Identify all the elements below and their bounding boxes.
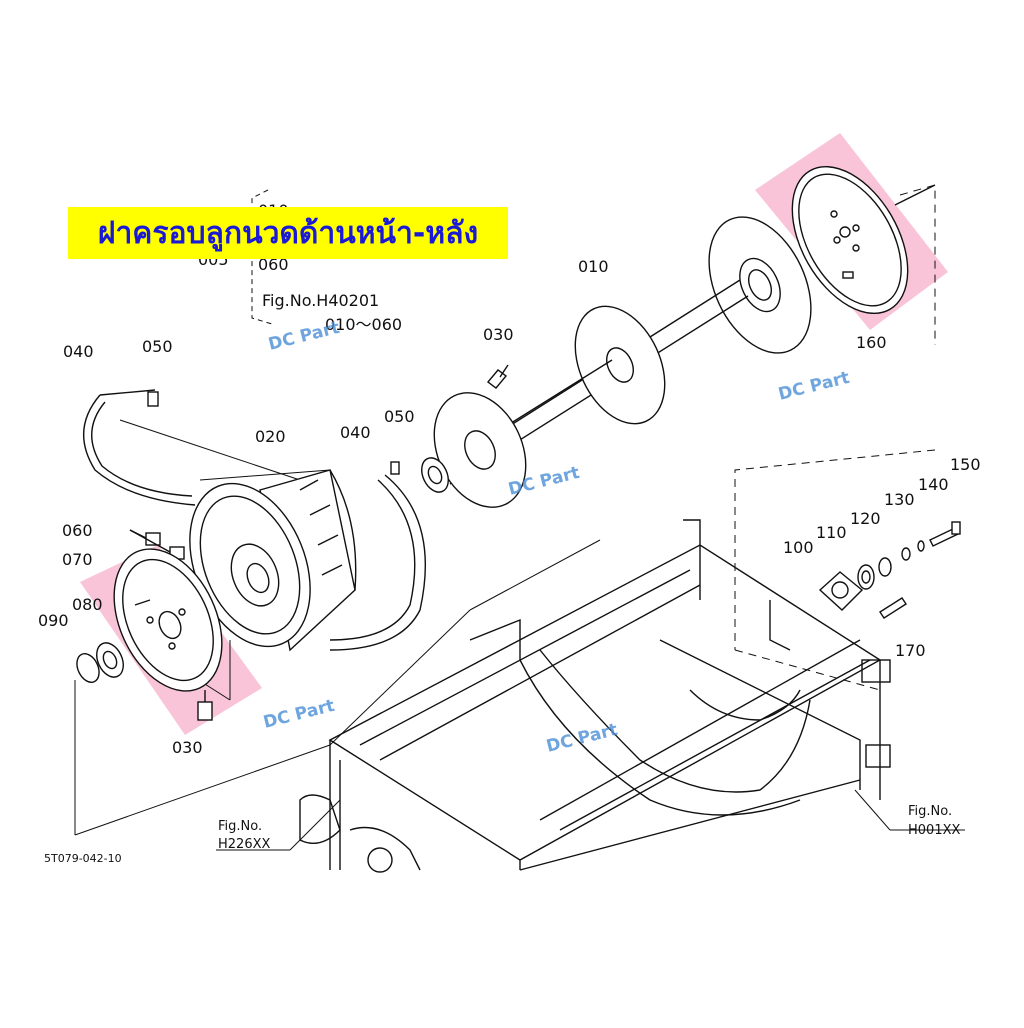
title-banner: ฝาครอบลูกนวดด้านหน้า-หลัง <box>68 207 508 259</box>
callout-030-lower: 030 <box>172 738 203 757</box>
callout-120: 120 <box>850 509 881 528</box>
combine-frame <box>299 519 891 873</box>
callout-040-right: 040 <box>340 423 371 442</box>
callout-140: 140 <box>918 475 949 494</box>
callout-050-left: 050 <box>142 337 173 356</box>
callout-110: 110 <box>816 523 847 542</box>
group-range: 010～060 <box>325 315 402 334</box>
callout-130: 130 <box>884 490 915 509</box>
callout-150: 150 <box>950 455 981 474</box>
callout-060: 060 <box>62 521 93 540</box>
watermark-1: DC Part <box>266 318 341 355</box>
callout-080: 080 <box>72 595 103 614</box>
title-text: ฝาครอบลูกนวดด้านหน้า-หลัง <box>97 215 479 251</box>
part-130-washer <box>901 547 911 561</box>
group-item-mid: 060 <box>258 255 289 274</box>
group-fig-label: Fig.No.H40201 <box>262 291 379 310</box>
part-030-bolt-lower <box>197 690 213 721</box>
callout-100: 100 <box>783 538 814 557</box>
fig-ref-right-line1: Fig.No. <box>908 804 952 819</box>
fig-ref-left-line2: H226XX <box>218 837 270 852</box>
part-050-clip-left <box>147 391 159 407</box>
part-170-bolt <box>879 597 907 619</box>
part-040-band-right <box>329 474 426 651</box>
drawing-code: 5T079-042-10 <box>44 852 122 865</box>
callout-170: 170 <box>895 641 926 660</box>
part-080-bearing <box>96 642 124 678</box>
part-160-rear-cover <box>791 165 936 315</box>
part-090-snap-ring <box>76 653 100 683</box>
callout-020: 020 <box>255 427 286 446</box>
callout-160: 160 <box>856 333 887 352</box>
part-020-drum-cover <box>189 469 357 652</box>
part-100-bearing-housing <box>818 571 864 611</box>
part-070-front-cover <box>113 548 223 692</box>
part-040-band-left <box>83 389 196 506</box>
part-150-bolt <box>929 521 961 547</box>
part-010-drum-shaft <box>421 216 812 508</box>
part-110-bearing <box>857 564 875 590</box>
callout-030-upper: 030 <box>483 325 514 344</box>
callout-090: 090 <box>38 611 69 630</box>
watermark-4: DC Part <box>261 696 336 733</box>
callout-070: 070 <box>62 550 93 569</box>
fig-ref-left-line1: Fig.No. <box>218 819 262 834</box>
callout-040-left: 040 <box>63 342 94 361</box>
part-030-bolt-upper <box>486 364 509 389</box>
callout-050-right: 050 <box>384 407 415 426</box>
callout-010: 010 <box>578 257 609 276</box>
watermark-2: DC Part <box>776 368 851 405</box>
part-140-spring-washer <box>917 540 925 552</box>
fig-ref-right-line2: H001XX <box>908 823 960 838</box>
part-120-collar <box>878 557 892 577</box>
part-050-clip-right <box>390 461 400 475</box>
